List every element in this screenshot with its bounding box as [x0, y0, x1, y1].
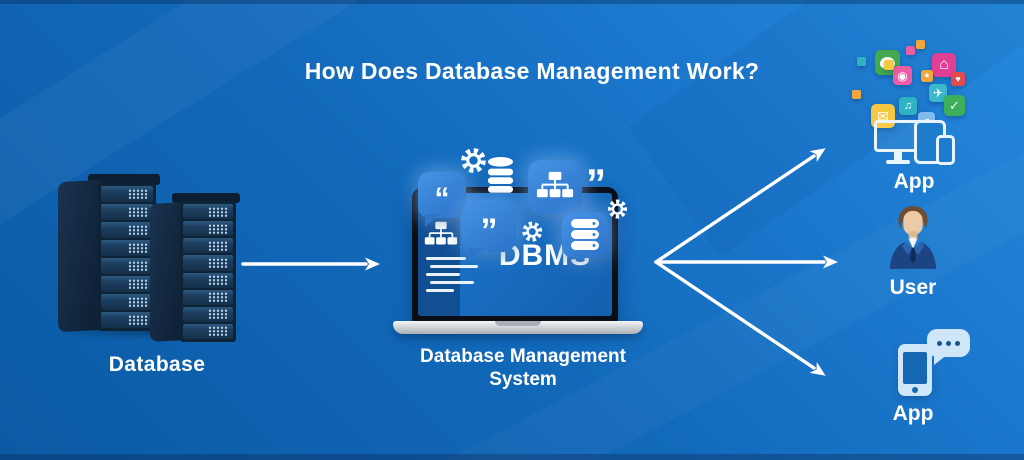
- floating-quote-icon: ”: [586, 162, 606, 206]
- app-bottom-label: App: [892, 402, 934, 425]
- quote-open-glyph: “: [434, 182, 450, 216]
- laptop-base: [393, 321, 643, 334]
- arrow-dbms-to-app-top: [654, 148, 826, 264]
- mini-app-icon: [857, 57, 866, 66]
- monitor-stand-base: [886, 160, 910, 164]
- flowchart-icon: [424, 221, 458, 245]
- text-line: [426, 289, 454, 292]
- phone-app-icon: [898, 344, 932, 396]
- text-line: [426, 257, 466, 260]
- server-rack-icon: [98, 183, 156, 331]
- app-top-node: ⌂ ◉ ★ ♥ ✈ ✓ ✉ ♫ ☁: [846, 36, 986, 176]
- heart-app-icon: ♥: [951, 72, 965, 86]
- plane-app-icon: ✈: [929, 84, 947, 102]
- dbms-label: Database Management System: [420, 346, 626, 390]
- text-line: [430, 265, 478, 268]
- bottom-edge-band: [0, 454, 1024, 460]
- music-app-icon: ♫: [899, 97, 917, 115]
- quote-open-bubble-icon: “: [418, 172, 466, 227]
- server-rack-side: [58, 179, 102, 333]
- top-edge-band: [0, 0, 1024, 4]
- mini-app-icon: [884, 60, 894, 70]
- phone-home-button: [912, 387, 918, 393]
- app-top-label: App: [893, 170, 935, 193]
- cart-app-icon: ✓: [944, 95, 965, 116]
- user-label: User: [889, 276, 937, 299]
- chat-bubble-icon: [927, 329, 970, 365]
- quote-close-bubble-icon: ”: [462, 200, 516, 261]
- text-line: [426, 273, 460, 276]
- user-avatar-icon: [889, 206, 937, 269]
- mail-app-icon: ✉: [871, 104, 895, 128]
- gear-icon: [515, 216, 548, 252]
- monitor-stand: [894, 152, 902, 160]
- quote-close-glyph: ”: [480, 211, 498, 250]
- flowchart-bubble-icon: [528, 160, 582, 214]
- database-cylinder-icon: [486, 156, 515, 200]
- gear-icon: [458, 145, 489, 181]
- gear-icon: [603, 195, 633, 228]
- phone-screen: [903, 352, 927, 384]
- smartphone-icon: [936, 135, 955, 165]
- database-label: Database: [108, 353, 206, 376]
- mini-app-icon: [852, 90, 861, 99]
- mini-app-icon: [916, 40, 925, 49]
- diagram-title: How Does Database Management Work?: [304, 58, 760, 84]
- arrow-dbms-to-app-bottom: [654, 260, 826, 376]
- server-rack-side: [150, 202, 184, 342]
- wifi-app-icon: ◉: [893, 66, 912, 85]
- database-stack-bubble-icon: [562, 212, 608, 258]
- bell-app-icon: ★: [921, 70, 933, 82]
- server-rack-icon: [180, 201, 236, 342]
- server-rack-cap: [172, 193, 240, 203]
- mini-app-icon: [906, 46, 915, 55]
- server-rack-cap: [88, 174, 160, 185]
- text-line: [430, 281, 474, 284]
